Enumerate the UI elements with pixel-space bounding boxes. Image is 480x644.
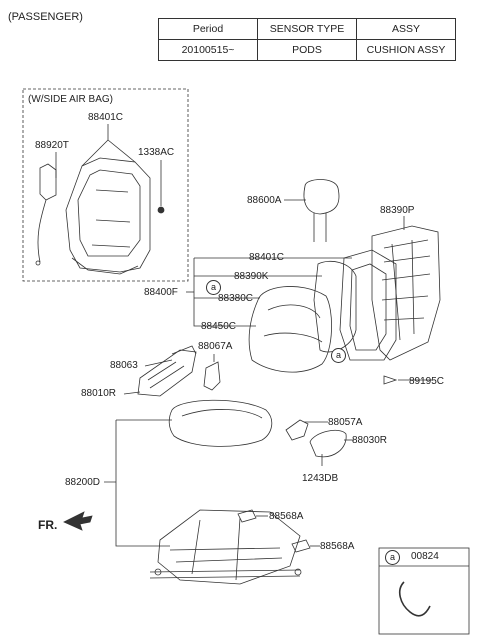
part-label-88030R: 88030R [352,435,388,446]
circle-marker-a: a [206,280,221,295]
part-label-88067A: 88067A [198,341,233,352]
cell-assy: CUSHION ASSY [356,39,456,61]
bracket-88568A-top [237,509,257,523]
airbag-frame-drawing [35,157,165,275]
header-sensor-type: SENSOR TYPE [257,18,357,40]
spec-table: Period SENSOR TYPE ASSY 20100515~ PODS C… [158,18,456,61]
part-label-1243DB: 1243DB [302,473,339,484]
part-label-88200D: 88200D [65,477,101,488]
legend-marker-a: a [385,550,400,565]
leader-88010R [123,391,141,395]
part-label-89195C: 89195C [409,376,445,387]
part-label-88568A-top: 88568A [269,511,304,522]
seatback-pad-drawing [313,260,357,353]
legend-part-00824: 00824 [411,551,439,562]
leader-88200D [104,419,172,547]
leader-88063 [144,359,173,367]
table-row: 20100515~ PODS CUSHION ASSY [158,39,456,61]
airbag-box-frame [22,88,189,282]
circle-marker-a-back: a [331,348,346,363]
side-shield-drawing [137,345,197,397]
seatback-frame-drawing [339,249,397,361]
cover-88067A-drawing [203,361,221,391]
part-label-88401C: 88401C [249,252,285,263]
front-direction-label: FR. [38,518,58,532]
cover-88057A-drawing [285,419,309,441]
part-label-88390P: 88390P [380,205,415,216]
airbag-label-88401C: 88401C [88,112,124,123]
seatback-cover-drawing [248,286,332,373]
cell-sensor-type: PODS [257,39,357,61]
assembly-bracket [193,257,352,327]
bolt-89195C [383,375,398,385]
cover-88030R-drawing [309,429,347,458]
part-label-88010R: 88010R [81,388,117,399]
part-label-88063: 88063 [110,360,138,371]
cell-period: 20100515~ [158,39,258,61]
part-label-88390K: 88390K [234,271,269,282]
airbag-box-title: (W/SIDE AIR BAG) [28,94,114,105]
headrest-drawing [303,179,340,242]
passenger-caption: (PASSENGER) [8,11,83,23]
legend-box-frame [378,547,470,635]
part-label-88568A-bottom: 88568A [320,541,355,552]
part-label-88057A: 88057A [328,417,363,428]
table-header-row: Period SENSOR TYPE ASSY [158,18,456,40]
bracket-88568A-bottom [291,539,311,553]
part-label-88450C: 88450C [201,321,237,332]
seat-cushion-drawing [168,399,273,447]
front-arrow-icon [63,511,93,531]
wire-clip-00824-drawing [398,581,431,617]
part-label-88400F: 88400F [144,287,178,298]
part-label-88380C: 88380C [218,293,254,304]
airbag-label-88920T: 88920T [35,140,69,151]
leader-88401C-box [81,124,136,167]
seat-track-drawing [149,509,302,585]
part-label-88600A: 88600A [247,195,282,206]
airbag-label-1338AC: 1338AC [138,147,175,158]
